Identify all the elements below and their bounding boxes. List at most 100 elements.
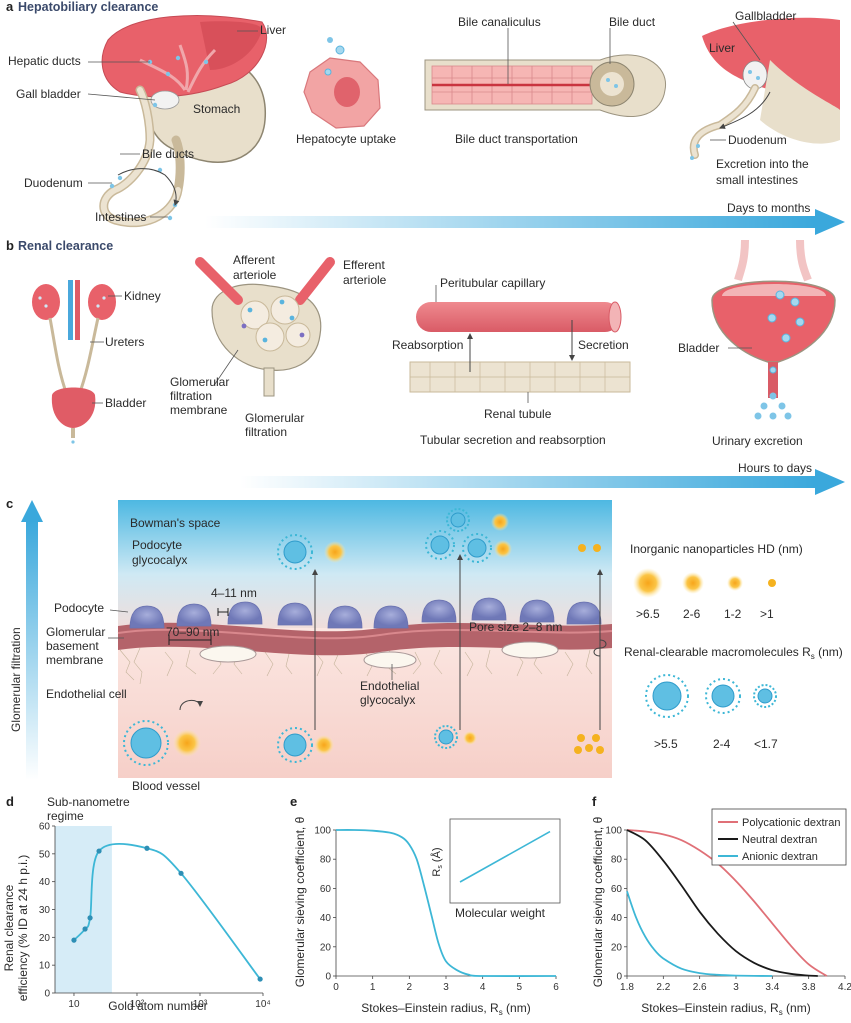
label-liver-2: Liver <box>709 41 735 55</box>
panel-b-title: Renal clearance <box>18 239 113 253</box>
chart-f-y-tick-label: 60 <box>611 884 623 895</box>
chart-e-x-tick-label: 3 <box>443 982 449 993</box>
label-intestines: Intestines <box>95 210 146 224</box>
chart-d-y-tick-label: 20 <box>39 933 51 944</box>
chart-f-y-tick-label: 100 <box>605 826 622 837</box>
panel-b: b Renal clearance Kidney Ureters Bladder <box>6 238 845 495</box>
label-endothelial-cell: Endothelial cell <box>46 687 127 701</box>
label-afferent-1: Afferent <box>233 253 275 267</box>
panel-c: c Glomerular filtration <box>6 496 843 793</box>
chart-e-x-tick-label: 4 <box>480 982 486 993</box>
chart-d-annotation-1: Sub-nanometre <box>47 795 130 809</box>
label-bile-duct: Bile duct <box>609 15 656 29</box>
legend-macro-size-0: >5.5 <box>654 737 678 751</box>
filtration-barrier-illustration <box>117 500 613 778</box>
chart-d-y-tick-label: 40 <box>39 877 51 888</box>
chart-f-series-2 <box>626 891 773 977</box>
bladder-illustration <box>711 239 836 420</box>
label-efferent-2: arteriole <box>343 273 387 287</box>
chart-d-y-tick-label: 60 <box>39 822 51 833</box>
label-excretion-2: small intestines <box>716 173 798 187</box>
chart-d-y-tick-label: 30 <box>39 905 51 916</box>
panel-f-letter: f <box>592 794 597 809</box>
legend-macro-size-1: 2-4 <box>713 737 731 751</box>
chart-d-y-tick-label: 0 <box>44 989 50 1000</box>
chart-d-point <box>82 926 88 932</box>
chart-d-x-tick-label: 10² <box>130 999 145 1010</box>
label-hepatic-ducts: Hepatic ducts <box>8 54 81 68</box>
panel-e-letter: e <box>290 794 297 809</box>
label-duodenum: Duodenum <box>24 176 83 190</box>
chart-e-inset-line <box>459 830 551 883</box>
glomerulus-illustration <box>195 257 335 397</box>
hepatocyte-illustration <box>303 37 381 129</box>
label-peritubular: Peritubular capillary <box>440 276 545 290</box>
label-kidney: Kidney <box>124 289 161 303</box>
chart-e-x-tick-label: 0 <box>333 982 339 993</box>
label-gallbladder: Gallbladder <box>735 9 796 23</box>
chart-d-point <box>87 915 93 921</box>
panel-a: a Hepatobiliary clearance Liver Hepatic … <box>6 0 845 235</box>
panel-b-letter: b <box>6 238 14 253</box>
label-gf-2: filtration <box>245 425 287 439</box>
panel-a-letter: a <box>6 0 14 14</box>
macromolecule-small <box>434 508 470 749</box>
chart-d-x-tick-label: 10⁴ <box>255 999 270 1010</box>
chart-e-y-tick-label: 40 <box>320 913 332 924</box>
chart-d-ylabel-2: efficiency (% ID at 24 h p.i.) <box>16 855 30 1002</box>
label-gbm-3: membrane <box>46 653 104 667</box>
timescale-arrow-b <box>240 469 845 495</box>
chart-e-y-tick-label: 60 <box>320 884 332 895</box>
label-gf-1: Glomerular <box>245 411 304 425</box>
chart-e-y-tick-label: 20 <box>320 942 332 953</box>
chart-f-xlabel: Stokes–Einstein radius, Rs (nm) <box>641 1001 810 1017</box>
bile-duct-illustration <box>424 54 667 117</box>
legend-inorganic-title: Inorganic nanoparticles HD (nm) <box>630 542 803 556</box>
label-endo-glyco-2: glycocalyx <box>360 693 415 707</box>
chart-f-x-tick-label: 2.2 <box>656 982 670 993</box>
chart-e-xlabel: Stokes–Einstein radius, Rs (nm) <box>361 1001 530 1017</box>
legend-macro-size-2: <1.7 <box>754 737 778 751</box>
macromolecule-mid <box>277 530 492 763</box>
chart-e-curve <box>335 829 557 977</box>
label-podocyte-glyco-2: glycocalyx <box>132 553 187 567</box>
label-pore: Pore size 2–8 nm <box>469 620 562 634</box>
label-hepatocyte-uptake: Hepatocyte uptake <box>296 132 396 146</box>
chart-f-legend-label-0: Polycationic dextran <box>742 817 840 829</box>
chart-d-x-tick-label: 10³ <box>193 999 208 1010</box>
liver-organ-illustration <box>99 15 268 228</box>
glomerular-filtration-arrow <box>21 500 43 780</box>
chart-f-x-tick-label: 1.8 <box>620 982 634 993</box>
chart-f-ylabel: Glomerular sieving coefficient, θ <box>591 816 605 987</box>
legend-macro-title: Renal-clearable macromolecules Rs (nm) <box>624 645 843 661</box>
chart-f-x-tick-label: 3 <box>733 982 739 993</box>
label-podocyte-glyco-1: Podocyte <box>132 538 182 552</box>
timescale-a: Days to months <box>727 201 810 215</box>
chart-d-point <box>178 870 184 876</box>
label-efferent-1: Efferent <box>343 258 385 272</box>
chart-d-y-tick-label: 10 <box>39 961 51 972</box>
chart-e-y-tick-label: 100 <box>314 826 331 837</box>
legend-inorganic-size-2: 1-2 <box>724 607 742 621</box>
kidney-illustration <box>32 280 116 444</box>
label-afferent-2: arteriole <box>233 268 277 282</box>
chart-d-point <box>257 976 263 982</box>
chart-f-legend-label-1: Neutral dextran <box>742 834 817 846</box>
label-endo-glyco-1: Endothelial <box>360 679 419 693</box>
chart-f-y-tick-label: 20 <box>611 942 623 953</box>
legend-inorganic-size-3: >1 <box>760 607 774 621</box>
label-bladder: Bladder <box>105 396 146 410</box>
label-gfm-1: Glomerular <box>170 375 229 389</box>
chart-e-ylabel: Glomerular sieving coefficient, θ <box>293 816 307 987</box>
macromolecule-big <box>123 720 169 766</box>
chart-e-x-tick-label: 5 <box>517 982 523 993</box>
label-excretion-1: Excretion into the <box>716 157 809 171</box>
chart-d-ylabel-1: Renal clearance <box>2 884 16 971</box>
label-secretion: Secretion <box>578 338 629 352</box>
panel-a-title: Hepatobiliary clearance <box>18 0 158 14</box>
